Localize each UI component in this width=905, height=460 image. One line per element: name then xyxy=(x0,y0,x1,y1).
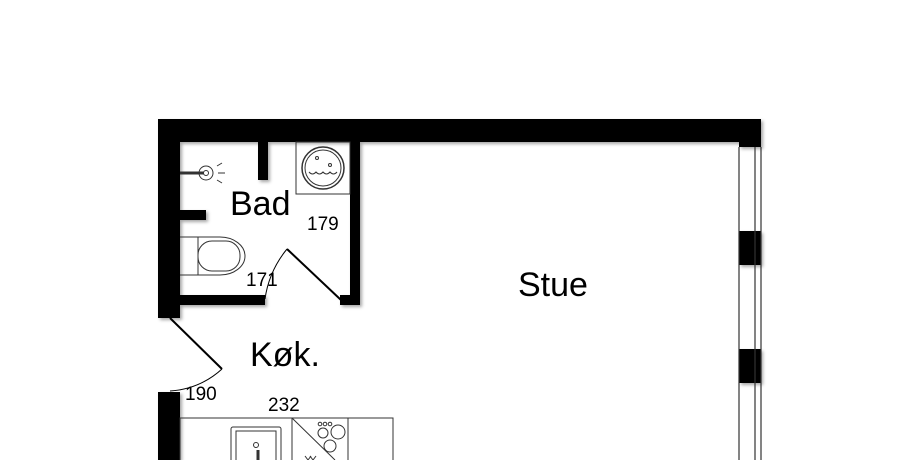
sink-icon xyxy=(230,426,282,460)
left-wall-lower xyxy=(158,392,180,460)
washing-machine-icon xyxy=(295,141,351,195)
window-pier xyxy=(739,231,761,265)
window-pier xyxy=(739,349,761,383)
bath-left-stub xyxy=(180,210,206,220)
kitchen-counter xyxy=(179,417,394,460)
bath-partition-stub xyxy=(258,142,268,180)
stove-icon xyxy=(304,421,346,460)
right-wall-corner xyxy=(739,119,761,147)
bath-bottom-wall xyxy=(180,295,265,305)
room-label-bath: Bad xyxy=(230,185,291,223)
left-wall-upper xyxy=(158,119,180,318)
window-frame xyxy=(738,147,762,460)
dimension-entry-door: 190 xyxy=(185,384,217,405)
bath-door xyxy=(264,248,342,301)
entry-door xyxy=(169,317,223,392)
room-label-living: Stue xyxy=(518,266,588,304)
dimension-bath-width: 179 xyxy=(307,214,339,235)
bath-right-wall xyxy=(350,142,360,305)
shower-head-icon xyxy=(180,162,225,184)
dimension-kitchen-counter: 232 xyxy=(268,395,300,416)
toilet-icon xyxy=(180,236,246,276)
top-wall xyxy=(158,119,761,142)
room-label-kitchen: Køk. xyxy=(250,336,320,374)
dimension-bath-door: 171 xyxy=(246,270,278,291)
